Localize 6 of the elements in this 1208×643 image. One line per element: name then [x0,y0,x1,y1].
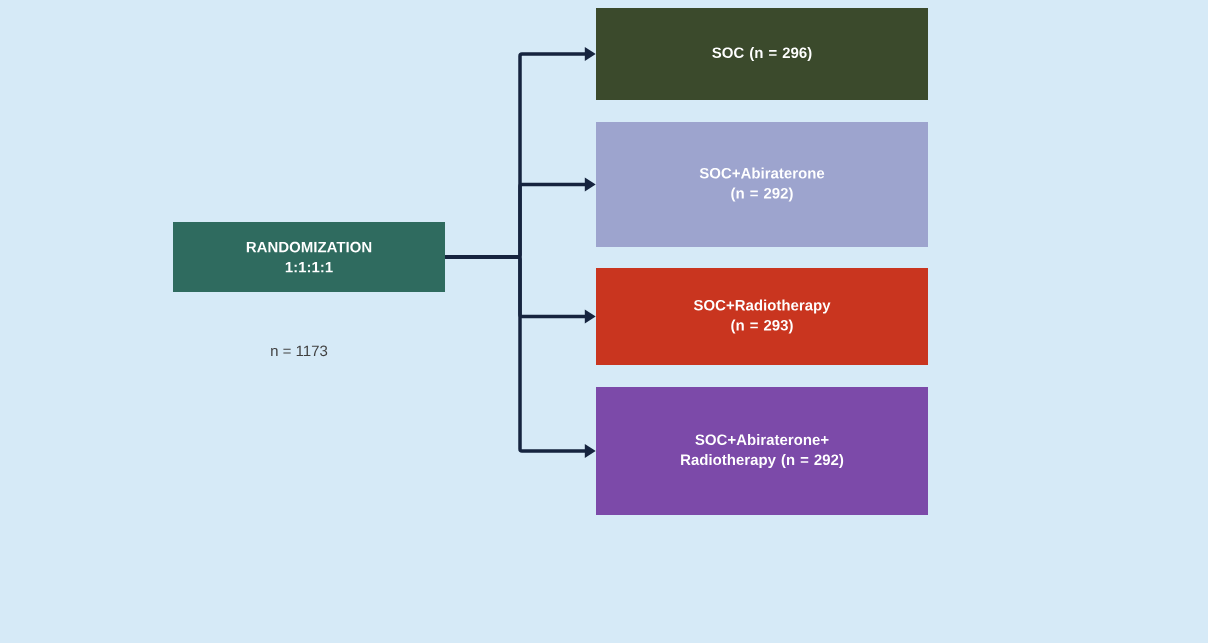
arm-box: RANDOMIZATION 1:1:1:1 [173,222,445,292]
sample-size: n = 1173 [271,345,328,357]
arm-box: SOC+Radiotherapy (n = 293) [596,268,928,365]
arm-box: SOC (n = 296) [596,8,928,100]
arm-box: SOC+Abiraterone (n = 292) [596,122,928,247]
arm-box: SOC+Abiraterone+ Radiotherapy (n = 292) [596,387,928,515]
